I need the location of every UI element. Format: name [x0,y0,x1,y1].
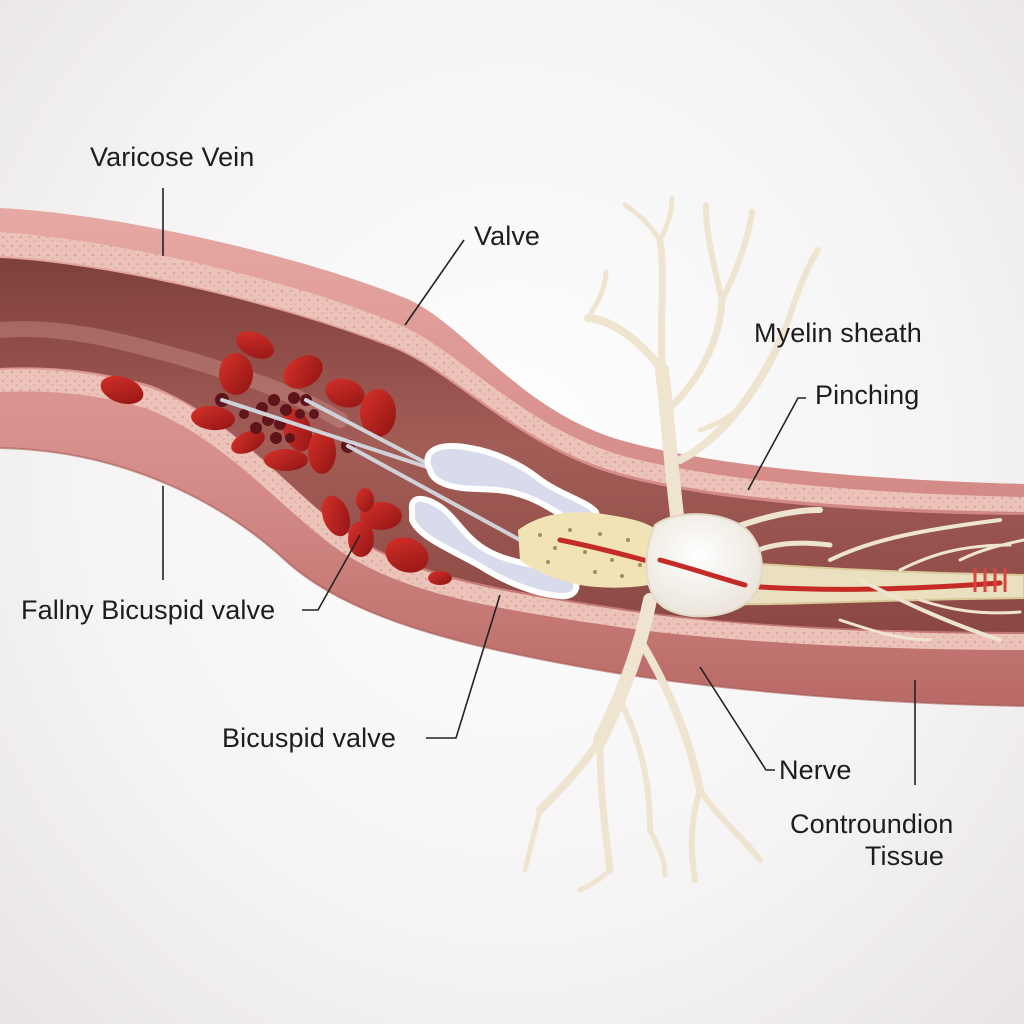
blood-cell [356,488,374,512]
vein [0,208,1024,707]
label-connective-tissue-line2: Tissue [864,841,944,871]
blood-cell [308,430,336,474]
leader-faulty-valve [302,534,361,611]
blood-cell [321,495,351,537]
blood-cell [348,521,374,557]
label-varicose-vein: Varicose Vein [90,142,255,172]
blood-cell [428,571,452,585]
label-connective-tissue: Controundion Tissue [790,808,972,872]
leader-bicuspid-valve [426,594,501,739]
nerve-bundle [518,512,670,588]
blood-cell [191,405,235,431]
blood-cell [231,430,265,454]
fiber-stripes [973,568,1007,592]
blood-cell [325,378,365,408]
nerve [518,195,1024,893]
label-connective-tissue-line1: Controundion [790,809,954,839]
label-nerve: Nerve [779,755,852,785]
blood-cell [360,389,396,437]
blood-cell [236,331,274,359]
leader-lines [162,188,916,785]
leader-pinching [747,397,806,491]
leader-nerve [699,666,775,771]
label-faulty-bicuspid-valve: Fallny Bicuspid valve [21,595,276,625]
label-pinching: Pinching [815,380,920,410]
blood-cell [385,537,429,573]
leader-valve [404,239,465,326]
label-valve: Valve [474,221,541,251]
nerve-cell-body [645,513,763,618]
blood-cells [100,331,452,585]
label-myelin-sheath: Myelin sheath [754,318,922,348]
blood-cell [100,375,144,405]
blood-cell [283,355,323,389]
blood-cell [264,449,308,471]
blood-cell [219,353,253,395]
label-bicuspid-valve: Bicuspid valve [222,723,396,753]
